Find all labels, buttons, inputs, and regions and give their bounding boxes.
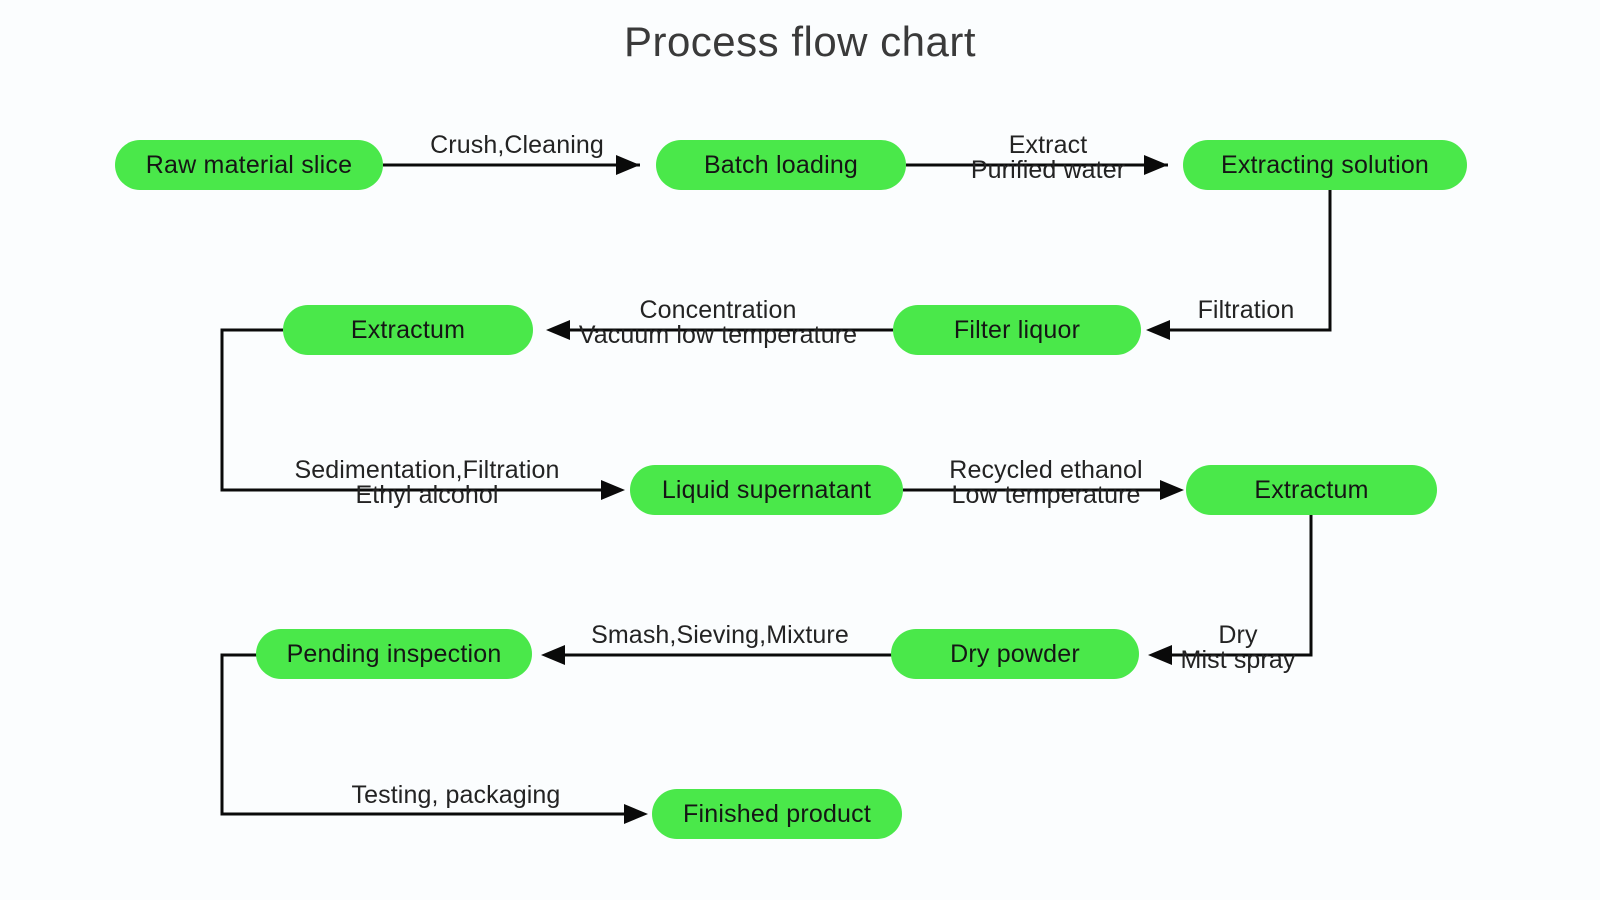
edge-label-crush-cleaning: Crush,Cleaning: [405, 133, 629, 158]
node-finished-product[interactable]: Finished product: [652, 789, 902, 839]
edge-label-below: Low temperature: [951, 481, 1141, 509]
node-batch-loading[interactable]: Batch loading: [656, 140, 906, 190]
edge-label-above: Concentration: [639, 296, 797, 324]
edge-label-above: Recycled ethanol: [949, 456, 1143, 484]
edge-label-above: Crush,Cleaning: [430, 131, 604, 159]
node-filter-liquor[interactable]: Filter liquor: [893, 305, 1141, 355]
node-extracting-solution[interactable]: Extracting solution: [1183, 140, 1467, 190]
edge-label-above: Testing, packaging: [351, 781, 561, 809]
edge-label-above: Filtration: [1197, 296, 1295, 324]
node-pending-inspection[interactable]: Pending inspection: [256, 629, 532, 679]
node-dry-powder[interactable]: Dry powder: [891, 629, 1139, 679]
edge-label-smash-sieving-mixture: Smash,Sieving,Mixture: [560, 623, 880, 648]
edge-label-above: Sedimentation,Filtration: [294, 456, 560, 484]
edge-label-dry-mist-spray: Dry Mist spray: [1165, 623, 1311, 673]
edge-label-extract-purified-water: Extract Purified water: [930, 133, 1166, 183]
edge-label-sedimentation-ethyl-alcohol: Sedimentation,Filtration Ethyl alcohol: [262, 458, 592, 508]
node-liquid-supernatant[interactable]: Liquid supernatant: [630, 465, 903, 515]
edge-label-filtration: Filtration: [1176, 298, 1316, 323]
edge-label-below: Mist spray: [1180, 646, 1296, 674]
edge-label-below: Ethyl alcohol: [355, 481, 499, 509]
edge-label-above: Dry: [1218, 621, 1258, 649]
edge-label-concentration-vacuum: Concentration Vacuum low temperature: [543, 298, 893, 348]
edge-label-above: Smash,Sieving,Mixture: [591, 621, 849, 649]
node-extractum-1[interactable]: Extractum: [283, 305, 533, 355]
page-title: Process flow chart: [623, 18, 977, 65]
edge-label-below: Purified water: [970, 156, 1126, 184]
node-raw-material-slice[interactable]: Raw material slice: [115, 140, 383, 190]
node-extractum-2[interactable]: Extractum: [1186, 465, 1437, 515]
edge-label-above: Extract: [1008, 131, 1088, 159]
edge-label-below: Vacuum low temperature: [578, 321, 858, 349]
edge-label-recycled-ethanol-low-temperature: Recycled ethanol Low temperature: [926, 458, 1166, 508]
edge-label-testing-packaging: Testing, packaging: [326, 783, 586, 808]
